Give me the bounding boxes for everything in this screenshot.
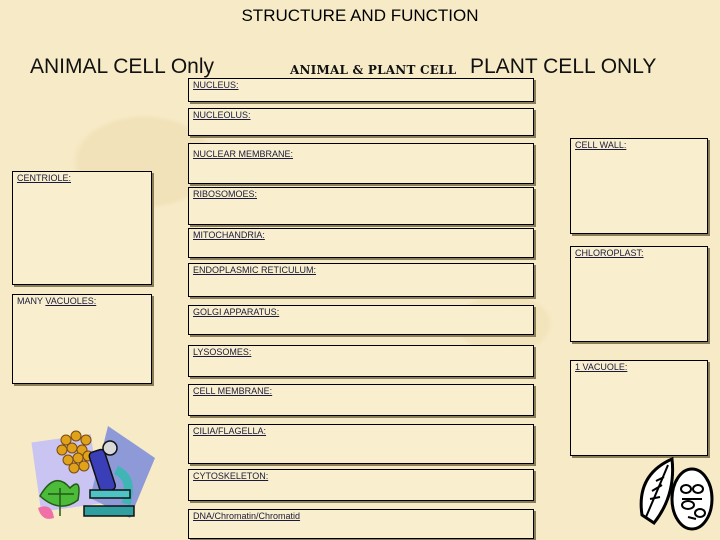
vacuoles-label: VACUOLES:	[45, 296, 96, 306]
ribosomes-label: RIBOSOMOES:	[193, 189, 257, 199]
animal-only-header: ANIMAL CELL Only	[30, 55, 214, 79]
microscope-clipart-icon	[30, 418, 160, 528]
chloroplast-label: CHLOROPLAST:	[575, 248, 644, 258]
nucleolus-box[interactable]: NUCLEOLUS:	[188, 108, 534, 136]
nucleolus-label: NUCLEOLUS:	[193, 110, 251, 120]
nucleus-label: NUCLEUS:	[193, 80, 239, 90]
endoplasmic-reticulum-label: ENDOPLASMIC RETICULUM:	[193, 265, 316, 275]
lysosomes-box[interactable]: LYSOSOMES:	[188, 345, 534, 377]
cell-wall-box[interactable]: CELL WALL:	[570, 138, 708, 234]
page-title: STRUCTURE AND FUNCTION	[0, 6, 720, 26]
centriole-box[interactable]: CENTRIOLE:	[12, 171, 152, 285]
vacuole-label: 1 VACUOLE:	[575, 362, 627, 372]
cell-wall-label: CELL WALL:	[575, 140, 626, 150]
cytoskeleton-box[interactable]: CYTOSKELETON:	[188, 469, 534, 501]
nucleus-box[interactable]: NUCLEUS:	[188, 78, 534, 102]
vacuoles-prefix: MANY	[17, 296, 43, 306]
mitochondria-box[interactable]: MITOCHANDRIA:	[188, 228, 534, 258]
animal-plant-header: ANIMAL & PLANT CELL	[290, 63, 456, 77]
nuclear-membrane-label: NUCLEAR MEMBRANE:	[193, 149, 293, 159]
dna-chromatin-label: DNA/Chromatin/Chromatid	[193, 511, 300, 521]
ribosomes-box[interactable]: RIBOSOMOES:	[188, 187, 534, 225]
vacuole-box[interactable]: 1 VACUOLE:	[570, 360, 708, 456]
cell-membrane-box[interactable]: CELL MEMBRANE:	[188, 384, 534, 416]
cilia-flagella-label: CILIA/FLAGELLA:	[193, 426, 266, 436]
cilia-flagella-box[interactable]: CILIA/FLAGELLA:	[188, 424, 534, 464]
chloroplast-box[interactable]: CHLOROPLAST:	[570, 246, 708, 342]
vacuoles-box[interactable]: MANY VACUOLES:	[12, 294, 152, 384]
centriole-label: CENTRIOLE:	[17, 173, 71, 183]
golgi-apparatus-label: GOLGI APPARATUS:	[193, 307, 279, 317]
lysosomes-label: LYSOSOMES:	[193, 347, 251, 357]
cell-membrane-label: CELL MEMBRANE:	[193, 386, 272, 396]
mitochondria-label: MITOCHANDRIA:	[193, 230, 265, 240]
leaf-cell-clipart-icon	[636, 455, 716, 535]
endoplasmic-reticulum-box[interactable]: ENDOPLASMIC RETICULUM:	[188, 263, 534, 297]
plant-only-header: PLANT CELL ONLY	[470, 55, 656, 79]
cytoskeleton-label: CYTOSKELETON:	[193, 471, 268, 481]
dna-chromatin-box[interactable]: DNA/Chromatin/Chromatid	[188, 509, 534, 539]
nuclear-membrane-box[interactable]: NUCLEAR MEMBRANE:	[188, 143, 534, 184]
golgi-apparatus-box[interactable]: GOLGI APPARATUS:	[188, 305, 534, 335]
